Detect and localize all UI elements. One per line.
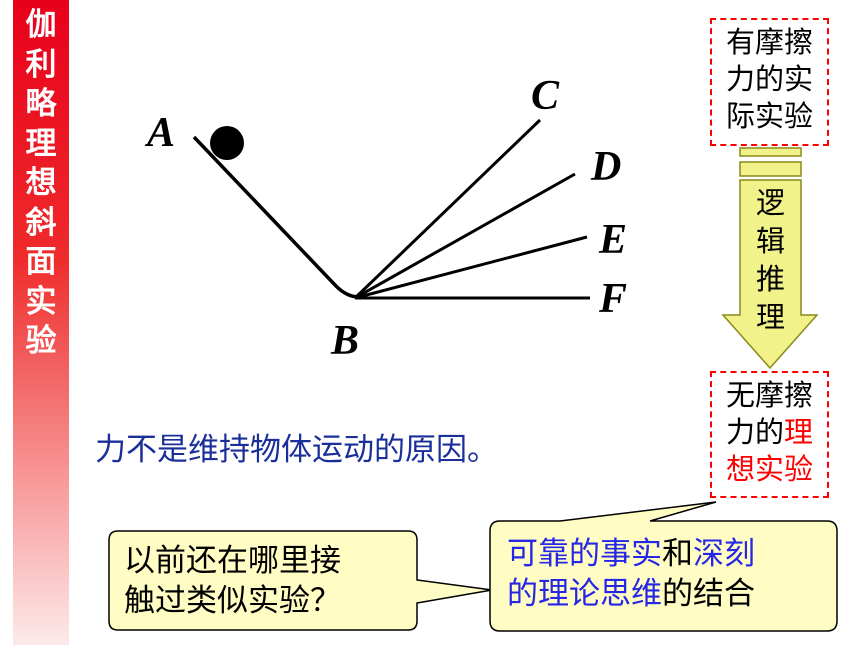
box-line: 际实验 xyxy=(725,99,813,133)
box-real-experiment: 有摩擦 力的实 际实验 xyxy=(710,18,829,146)
left-bubble-shape xyxy=(108,530,493,631)
box-line: 力的实 xyxy=(725,62,813,96)
box-line-highlight: 想实验 xyxy=(725,452,813,486)
caption-text: 力不是维持物体运动的原因。 xyxy=(95,432,498,468)
sidebar-char: 理 xyxy=(25,125,57,162)
sidebar-char: 伽 xyxy=(25,7,57,43)
label-a: A xyxy=(144,110,175,156)
incline-be xyxy=(354,235,588,300)
box-line: 有摩擦 xyxy=(725,25,813,59)
bubble-text: 和 xyxy=(662,536,693,572)
sidebar-char: 略 xyxy=(25,86,57,122)
arrow-label: 逻 辑 推 理 xyxy=(740,184,801,336)
sidebar-char: 利 xyxy=(25,46,57,83)
incline-bc xyxy=(353,118,542,300)
left-bubble-text: 以前还在哪里接 触过类似实验？ xyxy=(124,541,341,621)
bubble-line: 以前还在哪里接 xyxy=(124,543,341,579)
ball xyxy=(210,126,244,160)
right-bubble-shape xyxy=(489,501,838,632)
sidebar-char: 想 xyxy=(25,165,57,201)
label-f: F xyxy=(598,276,627,322)
sidebar-title: 伽 利 略 理 想 斜 面 实 验 xyxy=(13,6,69,362)
sidebar-char: 验 xyxy=(25,323,57,359)
box-ideal-experiment: 无摩擦 力的理 想实验 xyxy=(710,371,829,498)
bubble-text: 的结合 xyxy=(662,576,755,612)
sidebar-banner: 伽 利 略 理 想 斜 面 实 验 xyxy=(13,0,69,645)
box-line: 力的理 xyxy=(712,414,827,451)
incline-bd xyxy=(354,172,576,300)
arrow-char: 逻 xyxy=(755,186,785,220)
bubble-text-highlight: 深刻 xyxy=(693,536,755,572)
label-e: E xyxy=(598,217,627,263)
label-d: D xyxy=(590,144,621,190)
bubble-line: 的理论思维的结合 xyxy=(507,574,755,614)
sidebar-char: 实 xyxy=(25,283,57,320)
bubble-line: 触过类似实验？ xyxy=(124,583,341,619)
label-b: B xyxy=(330,318,359,364)
box-text-highlight: 理 xyxy=(784,415,814,449)
sidebar-char: 斜 xyxy=(25,204,57,241)
incline-ab xyxy=(192,135,366,299)
box-text: 力的 xyxy=(725,415,784,449)
bubble-text-highlight: 的理论思维 xyxy=(507,576,662,612)
arrow-char: 理 xyxy=(755,300,785,334)
right-bubble-text: 可靠的事实和深刻 的理论思维的结合 xyxy=(507,534,755,614)
bubble-text-highlight: 可靠的事实 xyxy=(507,536,662,572)
label-c: C xyxy=(531,73,560,119)
sidebar-char: 面 xyxy=(25,244,57,280)
arrow-char: 推 xyxy=(755,262,785,296)
bubble-line: 可靠的事实和深刻 xyxy=(507,534,755,574)
arrow-char: 辑 xyxy=(755,224,785,258)
box-line: 无摩擦 xyxy=(725,378,813,412)
down-arrow-icon xyxy=(721,147,819,370)
